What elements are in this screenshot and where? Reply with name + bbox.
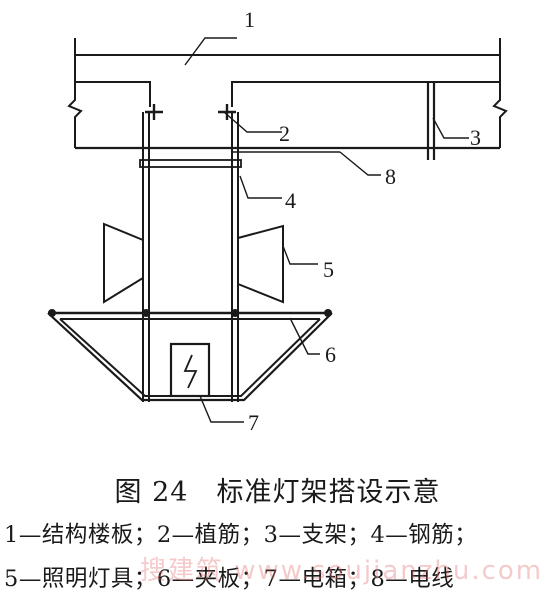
callout-labels: 1 2 3 8 4 5 6 7 [244, 7, 481, 435]
callout-8: 8 [385, 164, 396, 189]
clamp-plate [47, 311, 333, 402]
lighting-frame-diagram: 1 2 3 8 4 5 6 7 [47, 7, 508, 435]
legend-line-2: 5—照明灯具；6—夹板；7—电箱；8—电线 [4, 566, 455, 592]
watermark: 搜建筑 www.soujianzhu.com [140, 556, 544, 586]
steel-bars [139, 112, 242, 402]
joint-dots [48, 309, 332, 317]
callout-4: 4 [285, 188, 296, 213]
floor-slab [67, 38, 508, 150]
anchor-bars [145, 104, 236, 120]
callout-3: 3 [470, 125, 481, 150]
leader-lines [184, 37, 469, 423]
callout-7: 7 [248, 410, 259, 435]
callout-1: 1 [244, 7, 255, 32]
figure-caption: 图 24 标准灯架搭设示意 [114, 477, 441, 508]
callout-2: 2 [279, 121, 290, 146]
legend-line-1: 1—结构楼板；2—植筋；3—支架；4—钢筋； [4, 522, 478, 548]
callout-5: 5 [323, 257, 334, 282]
lighting-fixtures [103, 222, 284, 304]
callout-6: 6 [325, 342, 336, 367]
electric-box [169, 342, 211, 398]
